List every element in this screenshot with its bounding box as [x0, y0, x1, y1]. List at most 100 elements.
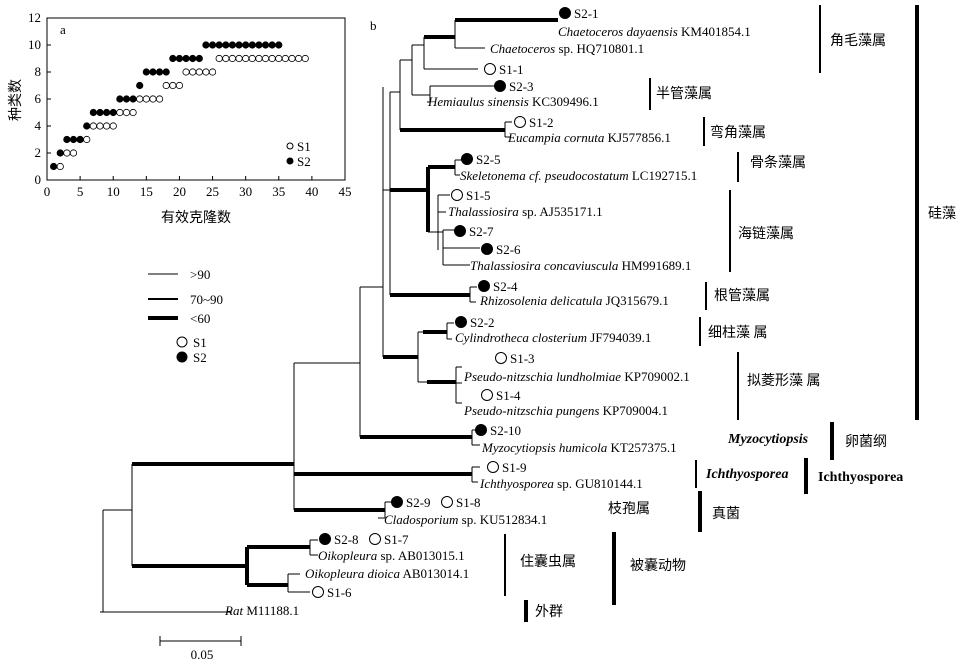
- series-s1-point: [122, 108, 131, 117]
- otu-label: S2-6: [496, 242, 521, 257]
- branch-rhizosolenia-tip: [469, 286, 477, 303]
- clade-label: 枝孢属: [608, 501, 650, 517]
- series-s2-point: [228, 41, 237, 49]
- branch-thalassiosira-tips: [438, 194, 480, 266]
- series-s1-point: [222, 54, 230, 63]
- otu-label: S1-9: [502, 460, 527, 475]
- series-s2-point: [83, 122, 91, 130]
- series-s2-point: [116, 95, 124, 103]
- otu-s1-marker: [481, 389, 493, 401]
- series-s2-point: [162, 68, 170, 76]
- taxon-label: Eucampia cornuta KJ577856.1: [507, 130, 671, 145]
- scale-bar: 0.05: [159, 636, 242, 662]
- legend-medium-label: 70~90: [190, 292, 223, 307]
- series-s1-point: [215, 54, 223, 63]
- series-s2-point: [103, 108, 111, 117]
- series-s2-point: [149, 68, 157, 76]
- branch-ichthyo-tip: [471, 466, 480, 483]
- series-s2-point: [202, 41, 210, 49]
- otu-label: S1-8: [456, 495, 481, 510]
- otu-s1-marker: [514, 116, 526, 128]
- series-s1-point: [103, 122, 111, 130]
- group-label: 硅藻: [928, 206, 956, 222]
- taxon-label: Cylindrotheca closterium JF794039.1: [455, 330, 651, 345]
- branch-diatom-root: [360, 87, 384, 357]
- series-s1-point: [261, 54, 270, 63]
- taxon-name: Cladosporium: [384, 512, 458, 527]
- y-axis-label: 种类数: [8, 79, 24, 121]
- legend-s2-marker: [286, 157, 294, 165]
- otu-label: S1-2: [529, 115, 554, 130]
- otu-label: S1-5: [466, 188, 491, 203]
- series-s1-point: [288, 54, 296, 63]
- clade-label: 海链藻属: [738, 226, 794, 242]
- branch-stramenopile: [294, 287, 361, 437]
- group-label: 卵菌纲: [845, 434, 887, 450]
- branch-thalassiosira: [428, 195, 439, 250]
- otu-label: S2-5: [476, 152, 501, 167]
- clade-label: 半管藻属: [656, 86, 712, 102]
- series-s1-point: [195, 68, 203, 76]
- group-label: Ichthyosporea: [818, 470, 903, 485]
- taxon-label: Thalassiosira sp. AJ535171.1: [448, 204, 603, 219]
- series-s2-point: [129, 95, 137, 103]
- otu-s2-marker: [455, 316, 467, 328]
- otu-s1-marker: [495, 352, 507, 364]
- otu-s1-marker: [369, 533, 381, 545]
- series-s2-point: [215, 41, 223, 49]
- branch-pseudonitzschia-tip: [455, 366, 462, 404]
- series-s1-point: [295, 54, 303, 63]
- legend-s2-label: S2: [193, 350, 207, 365]
- accession-number: LC192715.1: [629, 168, 698, 183]
- series-s2-point: [76, 135, 84, 144]
- otu-s2-marker: [559, 7, 571, 19]
- phylogenetic-tree-panel: b >90 70~90 <60 S1 S2 0.05: [100, 5, 956, 662]
- otu-label: S2-2: [470, 315, 495, 330]
- x-tick-label: 5: [77, 184, 84, 199]
- y-tick-label: 10: [28, 37, 41, 52]
- series-s2-point: [175, 54, 184, 63]
- taxon-suffix: sp.: [519, 204, 537, 219]
- group-label: 真菌: [712, 506, 740, 522]
- otu-s2-marker: [391, 496, 403, 508]
- taxon-suffix: sp.: [554, 476, 572, 491]
- branch-pennate-node: [417, 331, 427, 383]
- clade-label: 骨条藻属: [750, 154, 806, 171]
- legend-s1-marker: [176, 336, 188, 348]
- clade-label: 角毛藻属: [830, 33, 886, 49]
- series-s1-point: [96, 122, 104, 130]
- otu-label: S1-3: [510, 351, 535, 366]
- clade-label: 外群: [535, 604, 563, 620]
- scale-bar-label: 0.05: [191, 647, 214, 662]
- otu-label: S1-1: [499, 62, 524, 77]
- series-s1-point: [136, 95, 144, 103]
- x-tick-label: 45: [339, 184, 352, 199]
- x-tick-label: 25: [206, 184, 219, 199]
- panel-a-label: a: [60, 22, 66, 37]
- branch-chaeto-node: [412, 37, 478, 70]
- accession-number: GU810144.1: [572, 476, 643, 491]
- series-s2-point: [242, 41, 250, 49]
- branch-eucampia-tip: [504, 121, 512, 138]
- otu-label: S2-7: [469, 224, 494, 239]
- branch-oikopleura-dioica: [287, 573, 310, 593]
- series-s1-point: [169, 81, 177, 90]
- otu-s2-marker: [478, 280, 490, 292]
- series-s2-point: [222, 41, 230, 49]
- taxon-name: Oikopleura: [318, 548, 378, 563]
- accession-number: AB013015.1: [395, 548, 464, 563]
- series-s2-point: [268, 41, 276, 49]
- series-s2-point: [50, 162, 58, 171]
- series-s2-point: [182, 54, 190, 63]
- series-s1-point: [83, 135, 91, 144]
- taxon-name: Eucampia cornuta: [507, 130, 605, 145]
- series-s1-point: [56, 162, 64, 171]
- accession-number: KM401854.1: [678, 24, 751, 39]
- taxon-label: Chaetoceros sp. HQ710801.1: [490, 41, 644, 56]
- y-tick-label: 4: [35, 118, 42, 133]
- legend-thick-label: <60: [190, 311, 210, 326]
- series-s2-points: [50, 41, 283, 171]
- taxon-name: Myzocytiopsis humicola: [481, 440, 608, 455]
